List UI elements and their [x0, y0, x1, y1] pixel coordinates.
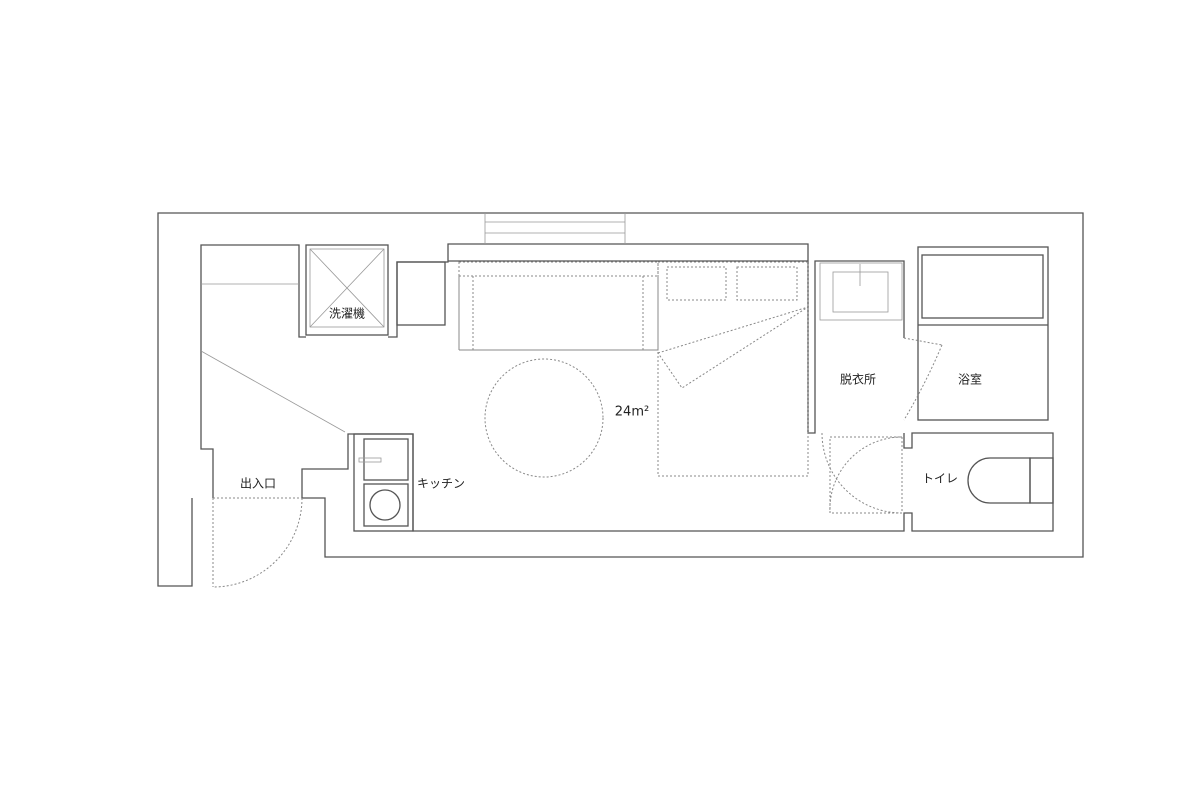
bed [657, 261, 809, 477]
toilet-door [821, 432, 903, 514]
outer-wall [157, 212, 1084, 587]
label-kitchen: キッチン [417, 477, 465, 491]
bath-door [903, 337, 943, 421]
kitchen-counter [353, 433, 414, 532]
bathtub [918, 254, 1048, 326]
balcony [484, 213, 626, 244]
entrance-door [212, 497, 303, 588]
washing-machine: 洗濯機 [305, 244, 389, 336]
sofa [458, 261, 659, 351]
toilet-fixture [967, 457, 1054, 504]
label-entrance: 出入口 [240, 477, 276, 491]
inner-wall [200, 243, 1054, 532]
label-toilet: トイレ [922, 472, 958, 486]
area-label: 24m² [615, 405, 649, 420]
label-washer: 洗濯機 [329, 306, 365, 321]
round-table [484, 358, 604, 478]
label-bath: 浴室 [958, 372, 982, 387]
label-dressing-room: 脱衣所 [840, 372, 876, 387]
washbasin [819, 262, 903, 321]
